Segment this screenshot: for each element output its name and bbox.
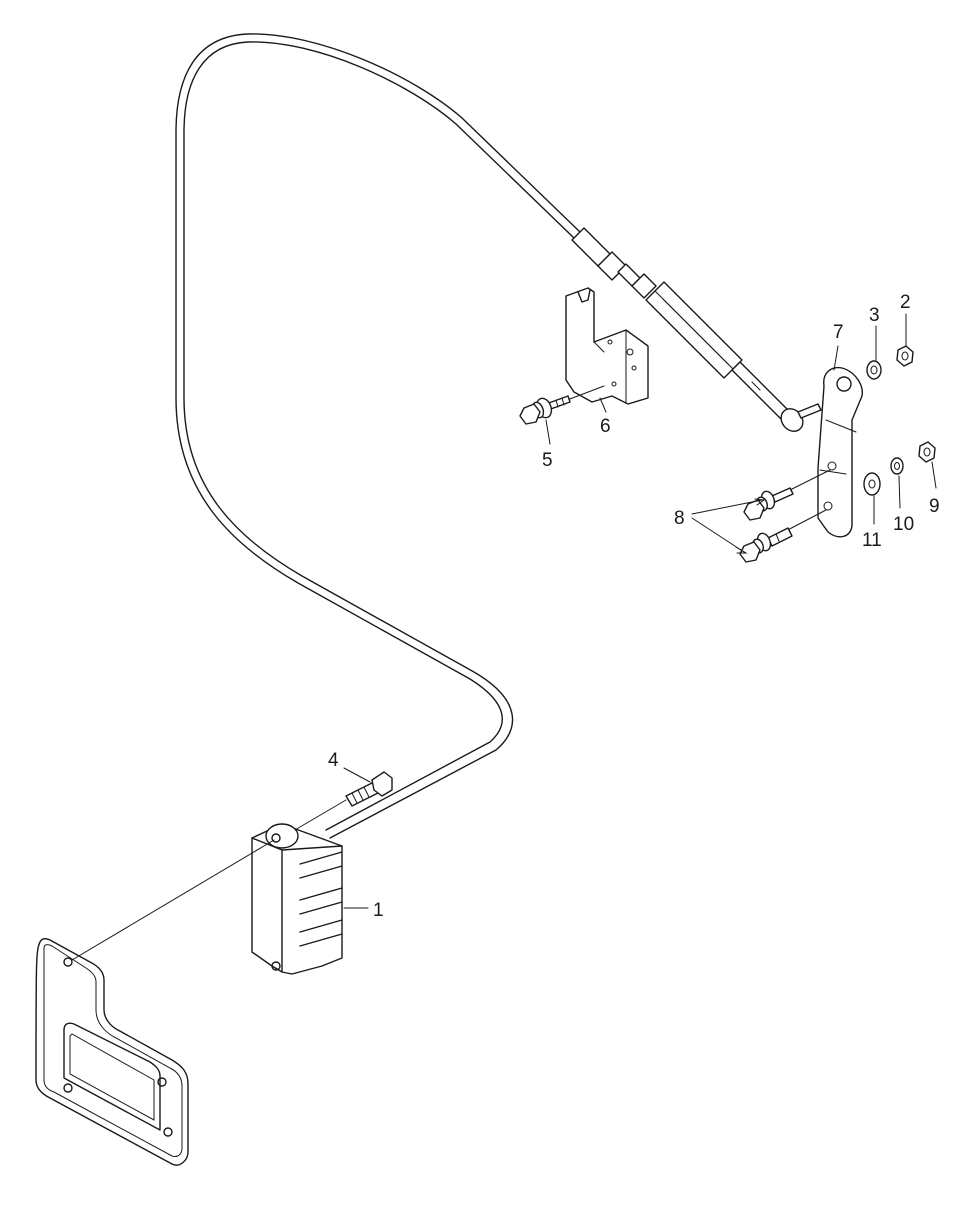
control-cable [175, 33, 581, 839]
gasket-plate [35, 937, 189, 1166]
leader-lines [343, 313, 937, 909]
callout-4: 4 [328, 750, 339, 771]
callout-7: 7 [833, 322, 844, 343]
nut-2 [896, 345, 914, 367]
control-unit [251, 823, 343, 975]
callout-1: 1 [373, 900, 384, 921]
callout-6: 6 [600, 416, 611, 437]
lever-plate [817, 366, 863, 538]
nut-9 [918, 441, 936, 463]
callout-9: 9 [929, 496, 940, 517]
bellows-boot [645, 281, 743, 379]
callout-10: 10 [893, 514, 914, 535]
callout-8: 8 [674, 508, 685, 529]
bolts-8 [739, 469, 831, 563]
washer-3 [866, 360, 882, 380]
bolt-4 [287, 771, 393, 835]
callout-11: 11 [862, 530, 882, 551]
nuts-washers [863, 345, 936, 496]
cable-bracket [565, 287, 649, 405]
callout-2: 2 [900, 292, 911, 313]
callouts: 1 2 3 4 5 6 7 8 9 10 11 [328, 292, 940, 921]
washer-11 [863, 472, 881, 496]
cable-end-assembly [571, 227, 822, 432]
callout-5: 5 [542, 450, 553, 471]
callout-3: 3 [869, 305, 880, 326]
assembly-lines [71, 839, 275, 961]
bolt-5 [519, 385, 605, 425]
washer-10 [890, 457, 904, 475]
